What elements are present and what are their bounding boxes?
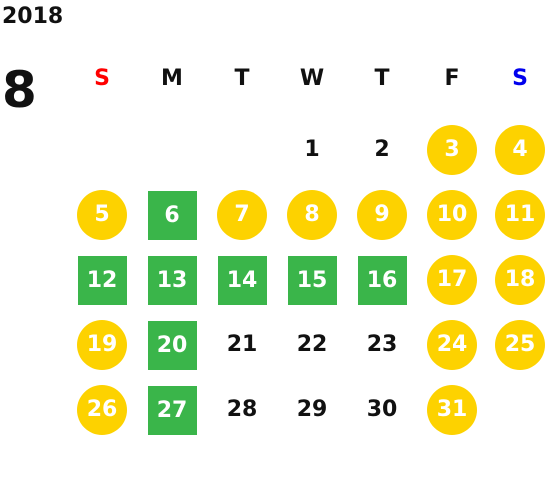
day-cell-23[interactable]: 23: [366, 332, 398, 357]
weekday-label-friday: F: [444, 66, 460, 91]
day-cell-25[interactable]: 25: [495, 320, 545, 370]
day-cell-4[interactable]: 4: [495, 125, 545, 175]
day-cell-1[interactable]: 1: [304, 137, 320, 162]
weekday-label-sunday: S: [94, 66, 110, 91]
day-cell-16[interactable]: 16: [357, 255, 407, 305]
day-cell-6[interactable]: 6: [147, 190, 197, 240]
day-cell-13[interactable]: 13: [147, 255, 197, 305]
day-cell-30[interactable]: 30: [366, 397, 398, 422]
weekday-label-saturday: S: [512, 66, 528, 91]
weekday-label-monday: M: [161, 66, 183, 91]
day-cell-22[interactable]: 22: [296, 332, 328, 357]
day-cell-14[interactable]: 14: [217, 255, 267, 305]
day-cell-5[interactable]: 5: [77, 190, 127, 240]
day-cell-18[interactable]: 18: [495, 255, 545, 305]
day-cell-8[interactable]: 8: [287, 190, 337, 240]
day-cell-26[interactable]: 26: [77, 385, 127, 435]
weekday-label-thursday: T: [374, 66, 390, 91]
day-cell-27[interactable]: 27: [147, 385, 197, 435]
calendar-year: 2018: [2, 4, 64, 29]
day-cell-24[interactable]: 24: [427, 320, 477, 370]
day-cell-9[interactable]: 9: [357, 190, 407, 240]
day-cell-28[interactable]: 28: [226, 397, 258, 422]
calendar-month: 8: [2, 61, 37, 119]
weekday-label-wednesday: W: [299, 66, 325, 91]
day-cell-20[interactable]: 20: [147, 320, 197, 370]
day-cell-7[interactable]: 7: [217, 190, 267, 240]
weekday-label-tuesday: T: [234, 66, 250, 91]
day-cell-17[interactable]: 17: [427, 255, 477, 305]
day-cell-15[interactable]: 15: [287, 255, 337, 305]
day-cell-12[interactable]: 12: [77, 255, 127, 305]
day-cell-31[interactable]: 31: [427, 385, 477, 435]
day-cell-2[interactable]: 2: [374, 137, 390, 162]
day-cell-3[interactable]: 3: [427, 125, 477, 175]
day-cell-11[interactable]: 11: [495, 190, 545, 240]
day-cell-19[interactable]: 19: [77, 320, 127, 370]
day-cell-10[interactable]: 10: [427, 190, 477, 240]
day-cell-29[interactable]: 29: [296, 397, 328, 422]
day-cell-21[interactable]: 21: [226, 332, 258, 357]
